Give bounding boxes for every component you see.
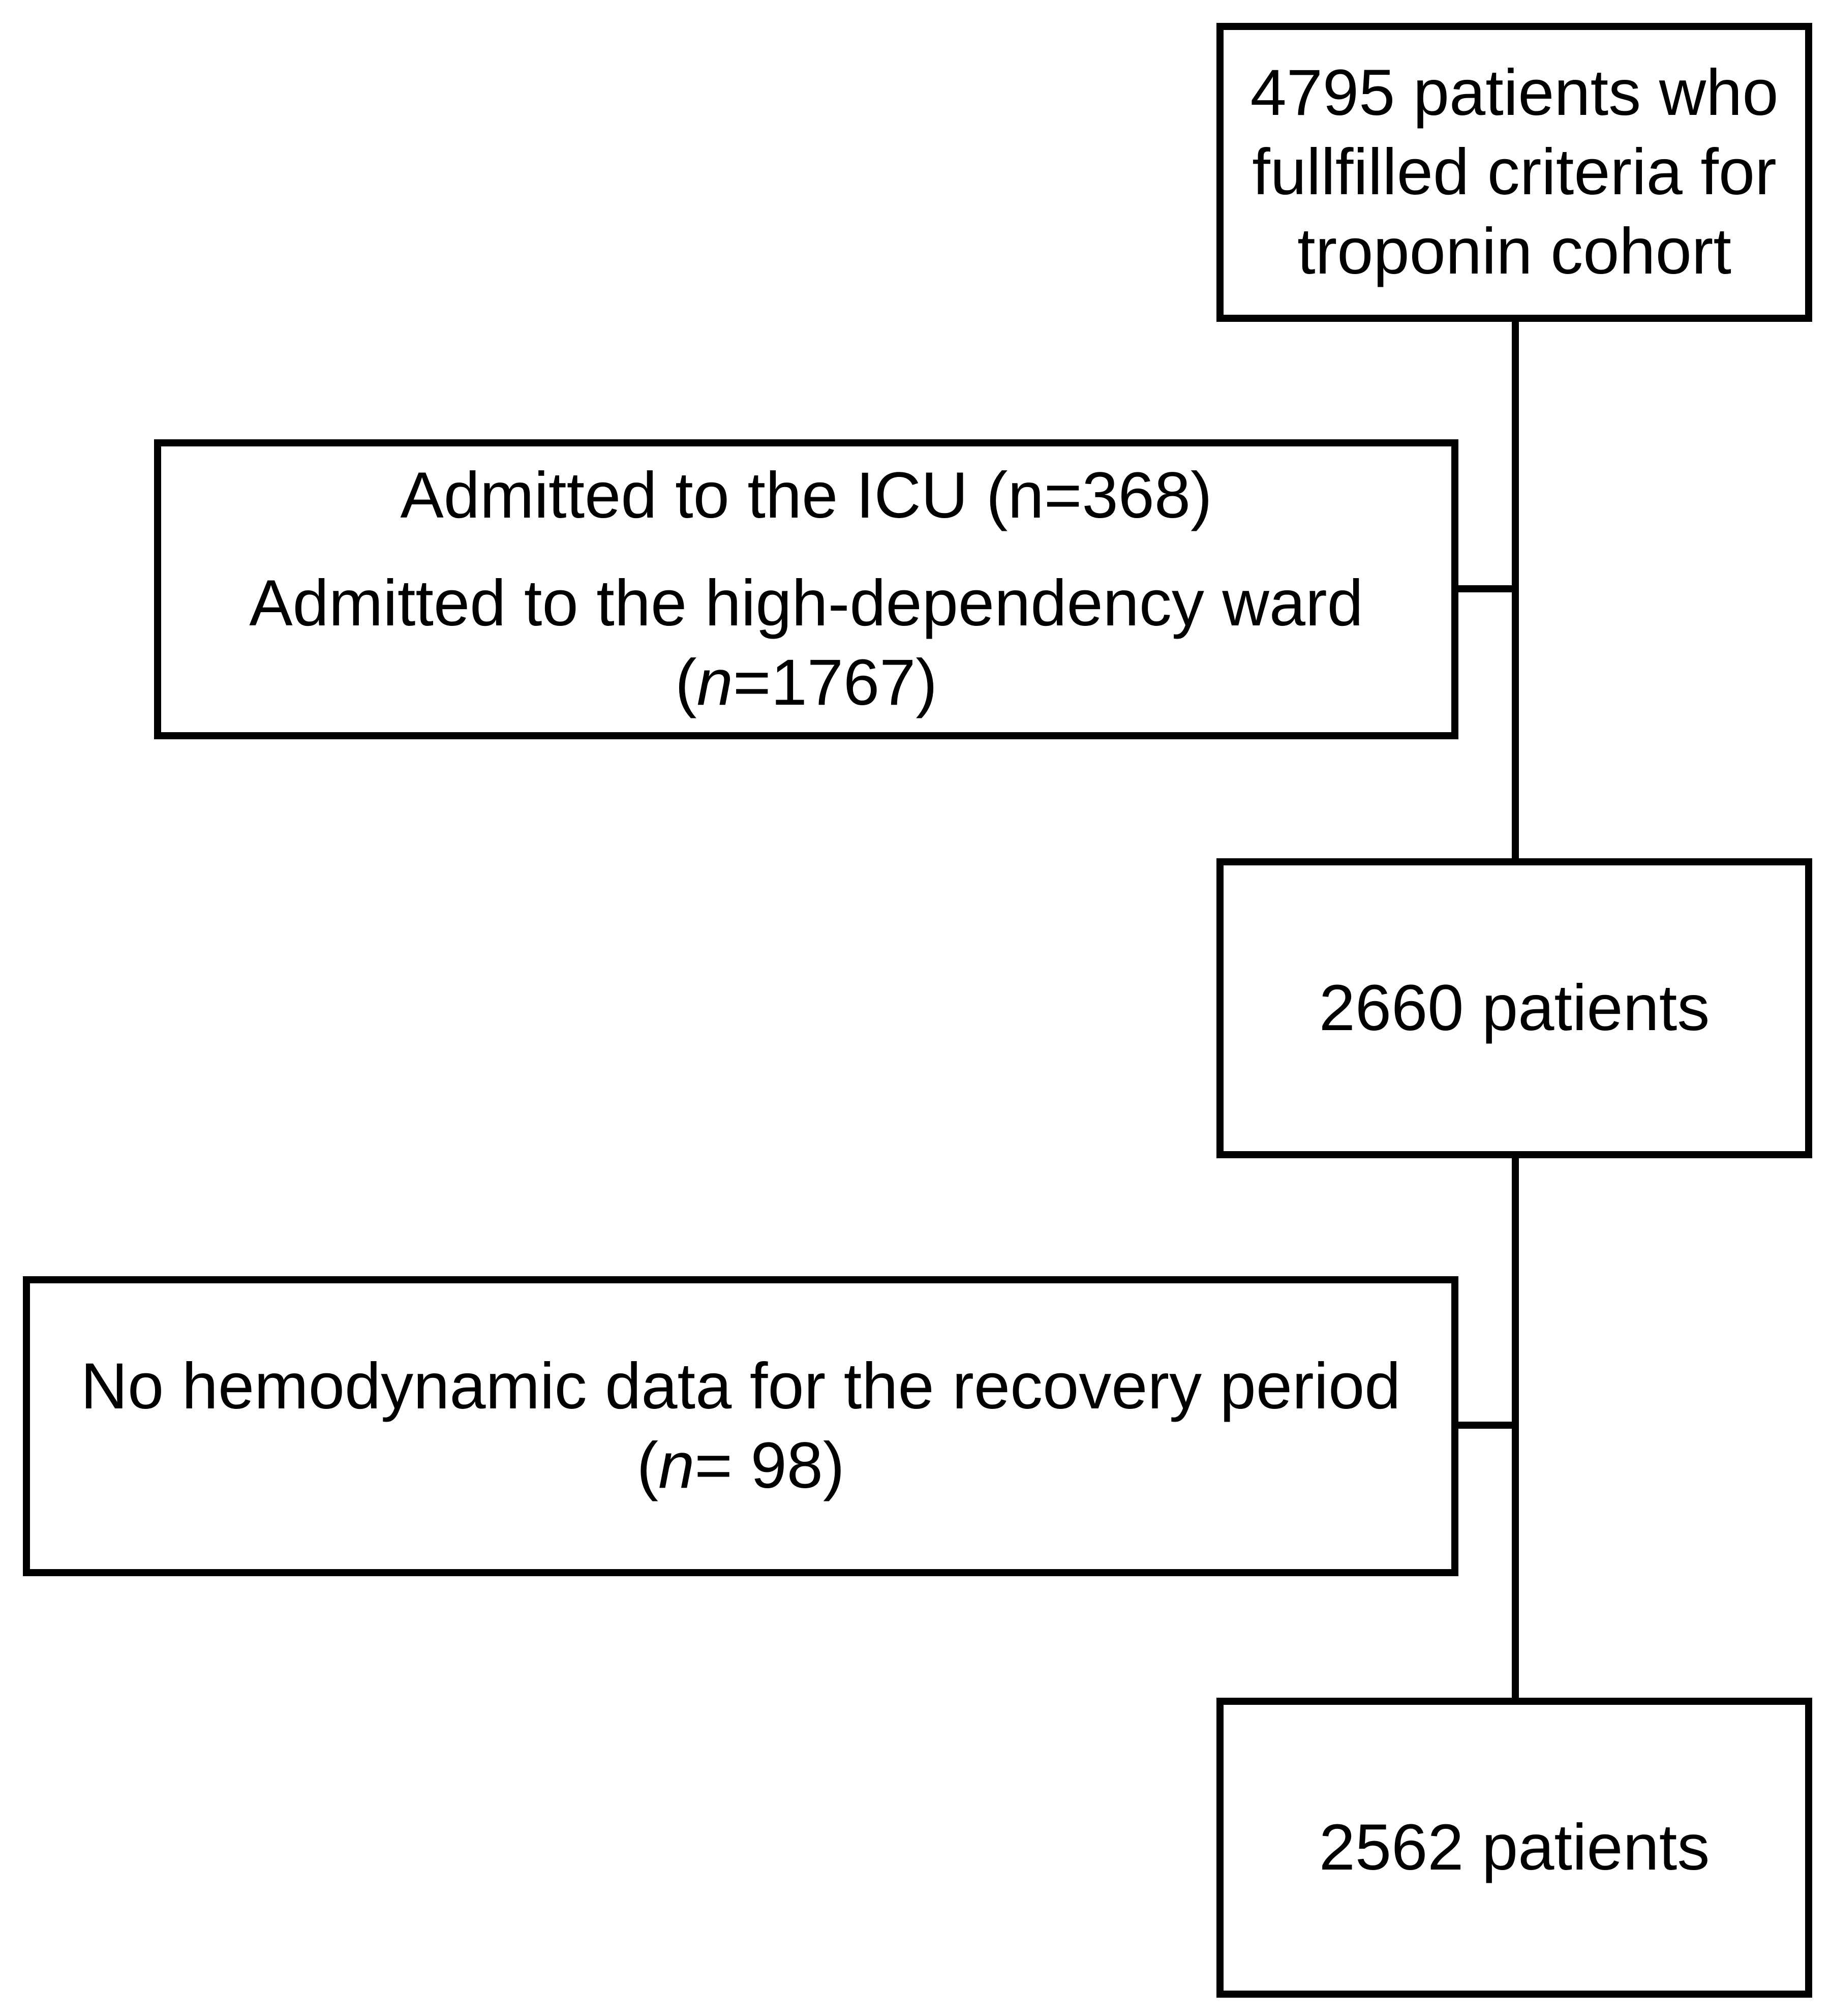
connector-exclusion2-branch: [1454, 1422, 1519, 1429]
exclusion-hdw-text: Admitted to the high-dependency ward: [249, 566, 1363, 640]
start-box-line-3: troponin cohort: [1297, 215, 1731, 288]
start-box-line-2: fullfilled criteria for: [1252, 135, 1777, 208]
exclusion-icu-text: Admitted to the ICU (n=368): [400, 459, 1212, 532]
exclusion-no-hemodynamic-text: No hemodynamic data for the recovery per…: [80, 1349, 1401, 1423]
connector-exclusion1-branch: [1454, 585, 1519, 592]
start-box-line-1: 4795 patients who: [1250, 56, 1779, 129]
final-box-label: 2562 patients: [1319, 1811, 1710, 1884]
exclusion-box-admitted: Admitted to the ICU (n=368) Admitted to …: [154, 439, 1458, 739]
middle-box: 2660 patients: [1216, 858, 1812, 1158]
final-box: 2562 patients: [1216, 1698, 1812, 1998]
middle-box-label: 2660 patients: [1319, 971, 1710, 1044]
start-box: 4795 patients who fullfilled criteria fo…: [1216, 23, 1812, 322]
exclusion-no-hemodynamic-count: (n= 98): [636, 1429, 845, 1502]
exclusion-hdw-count: (n=1767): [675, 646, 937, 719]
exclusion-box-no-hemodynamic: No hemodynamic data for the recovery per…: [23, 1276, 1458, 1576]
